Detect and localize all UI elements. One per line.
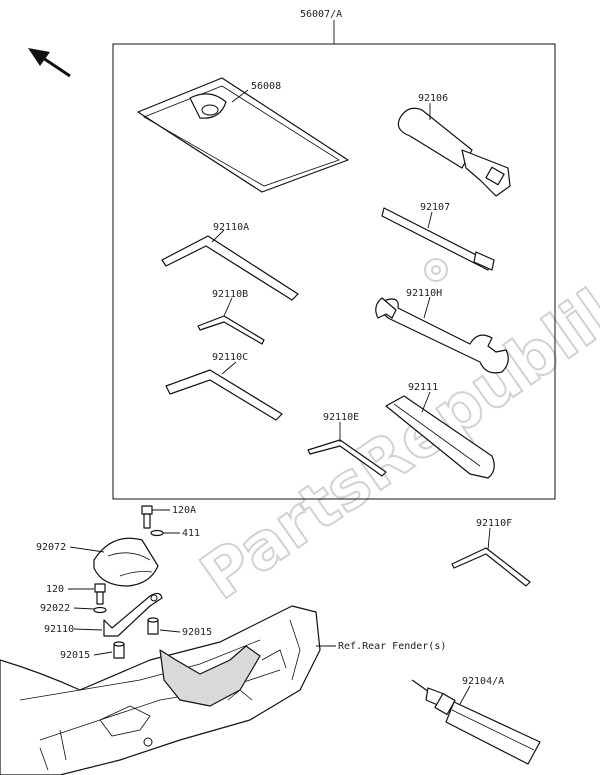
hex-wrench-c (165, 369, 283, 421)
label-bolt-120: 120 (46, 584, 64, 595)
bolt-120 (68, 583, 106, 605)
label-hex-f: 92110F (476, 518, 512, 529)
washer-411 (150, 529, 180, 537)
open-end-wrench (375, 297, 509, 374)
hex-wrench-b (197, 315, 265, 345)
label-hex-c: 92110C (212, 352, 248, 363)
hex-wrench-a (161, 235, 299, 301)
label-washer-92022: 92022 (40, 603, 70, 614)
label-lever: 92111 (408, 382, 438, 393)
label-hex-a: 92110A (213, 222, 249, 233)
label-hex-b: 92110B (212, 289, 248, 300)
label-flat-blade: 92107 (420, 202, 450, 213)
rear-fender-assembly (0, 605, 321, 775)
screwdriver-blade (381, 207, 495, 271)
hex-wrench-f (451, 547, 531, 587)
label-bolt-120a: 120A (172, 505, 196, 516)
label-collar-left: 92015 (60, 650, 90, 661)
label-kit: 56007/A (300, 9, 342, 20)
label-washer-411: 411 (182, 528, 200, 539)
tire-lever (385, 395, 495, 479)
tool-pouch (137, 77, 349, 193)
grease-tube (411, 679, 541, 765)
screwdriver-handle (397, 107, 511, 197)
label-pouch: 56008 (251, 81, 281, 92)
collar-left (93, 641, 125, 659)
label-ref-fender: Ref.Rear Fender(s) (338, 641, 446, 652)
washer-92022 (73, 606, 107, 614)
collar-right (147, 617, 181, 635)
cover-92072 (69, 537, 159, 587)
label-hex-e: 92110E (323, 412, 359, 423)
label-bracket: 92110 (44, 624, 74, 635)
label-cover: 92072 (36, 542, 66, 553)
label-wrench: 92110H (406, 288, 442, 299)
bolt-120a (141, 505, 170, 529)
arrow-up-left-icon (28, 48, 71, 78)
label-collar-right: 92015 (182, 627, 212, 638)
gear-icon (424, 258, 448, 282)
bracket-92110 (73, 592, 163, 637)
label-grease: 92104/A (462, 676, 504, 687)
label-driver: 92106 (418, 93, 448, 104)
